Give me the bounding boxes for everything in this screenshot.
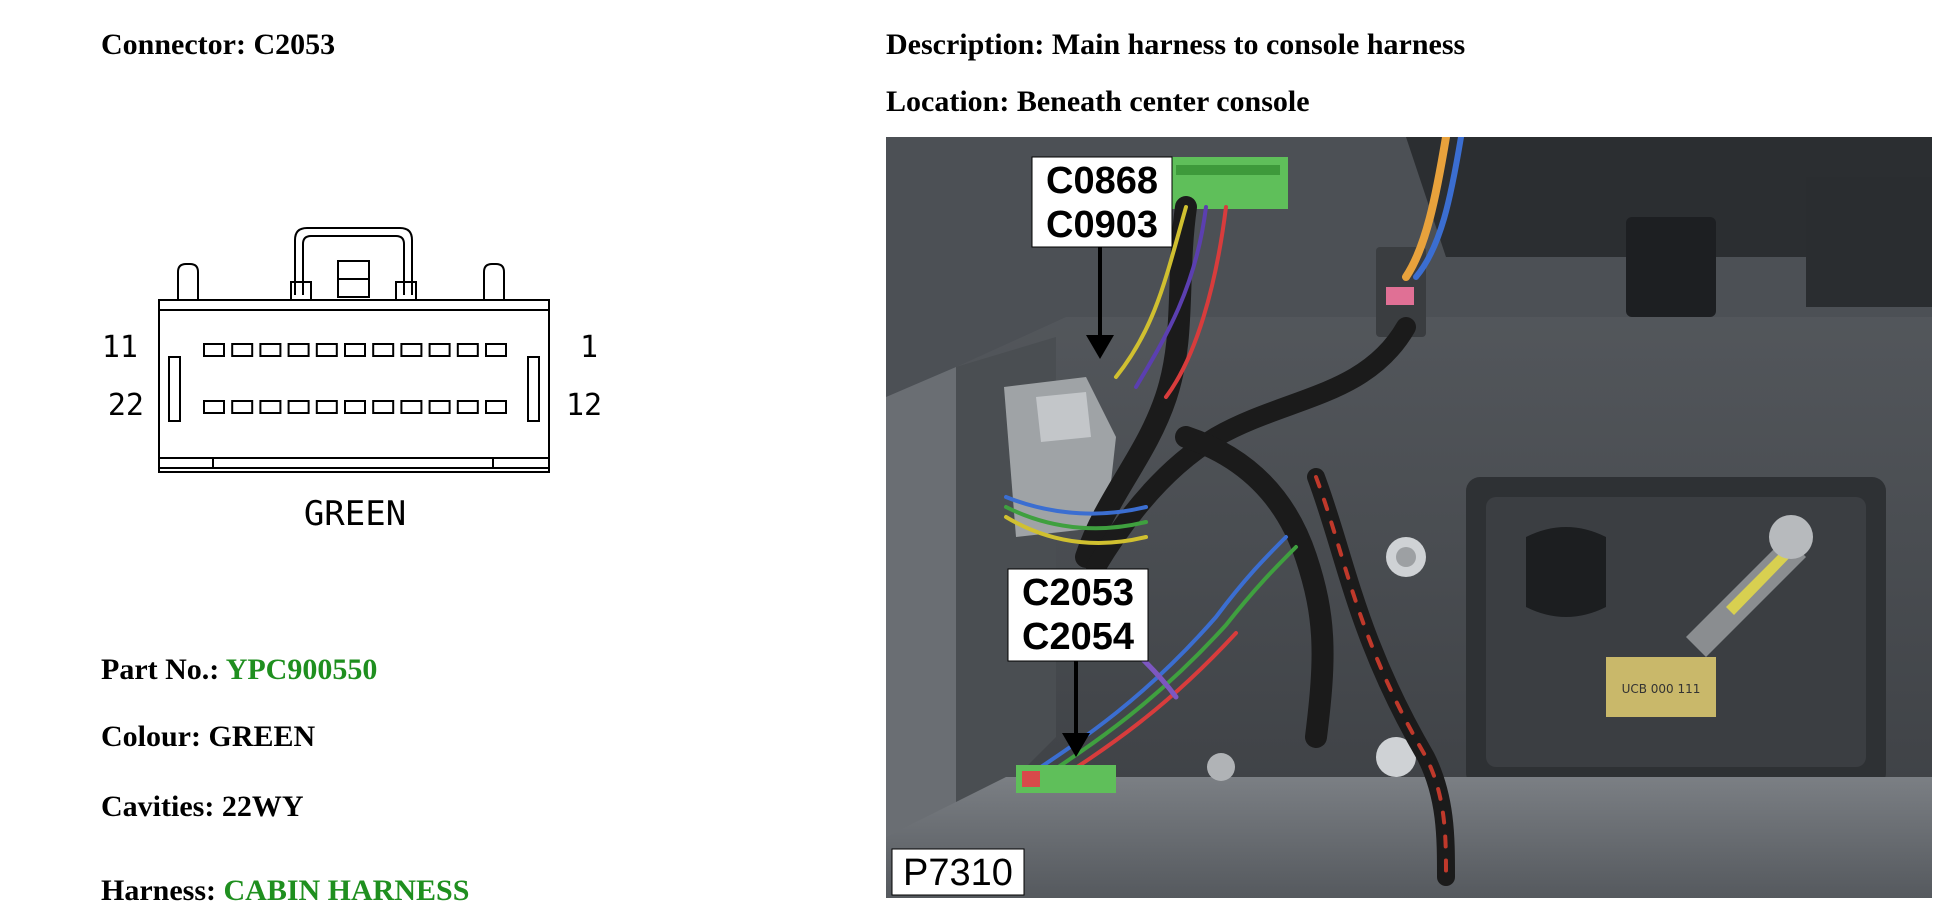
pin-cavity-3 xyxy=(428,343,451,357)
pin-cavity-21 xyxy=(231,400,254,414)
description-value: Main harness to console harness xyxy=(1051,28,1466,61)
pin-cavity-13 xyxy=(456,400,479,414)
location-value: Beneath center console xyxy=(1016,85,1310,118)
cavities-label: Cavities: xyxy=(101,790,215,823)
callout-upper: C0868 C0903 xyxy=(1031,156,1173,359)
location-photo: UCB 000 111 C0868 C0 xyxy=(886,137,1932,898)
colour-label: Colour: xyxy=(101,720,201,753)
part-number-value: YPC900550 xyxy=(225,653,378,686)
pin-cavity-18 xyxy=(315,400,338,414)
harness-value: CABIN HARNESS xyxy=(223,874,470,907)
connector-face-diagram: 11 1 22 12 GREEN xyxy=(102,227,602,534)
callout-c2053: C2053 xyxy=(1022,572,1134,614)
callout-c0868: C0868 xyxy=(1046,160,1158,202)
cavities-value: 22WY xyxy=(221,790,304,823)
colour-field: Colour: GREEN xyxy=(101,722,315,752)
pin-cavity-1 xyxy=(485,343,507,357)
callout-c2054: C2054 xyxy=(1022,616,1134,658)
part-number-label: Part No.: xyxy=(101,653,220,686)
connector-field: Connector: C2053 xyxy=(101,30,335,60)
pin-number-1: 1 xyxy=(580,330,598,365)
pin-cavity-2 xyxy=(456,343,479,357)
description-field: Description: Main harness to console har… xyxy=(886,30,1465,60)
pin-cavity-10 xyxy=(231,343,254,357)
pin-cavity-19 xyxy=(287,400,310,414)
pin-row-bottom xyxy=(203,400,507,414)
harness-field: Harness: CABIN HARNESS xyxy=(101,876,469,906)
callout-c0903: C0903 xyxy=(1046,204,1158,246)
pcb-label: UCB 000 111 xyxy=(1622,682,1701,696)
pin-cavity-15 xyxy=(400,400,423,414)
pin-cavity-12 xyxy=(485,400,507,414)
pin-number-22: 22 xyxy=(108,388,144,423)
diagram-colour-label: GREEN xyxy=(304,494,406,534)
pin-cavity-4 xyxy=(400,343,423,357)
part-number-field: Part No.: YPC900550 xyxy=(101,655,377,685)
pin-cavity-20 xyxy=(259,400,282,414)
figure-id: P7310 xyxy=(903,852,1013,894)
connector-label: Connector: xyxy=(101,28,246,61)
pin-cavity-22 xyxy=(203,400,225,414)
pin-cavity-14 xyxy=(428,400,451,414)
pin-cavity-5 xyxy=(372,343,395,357)
pin-cavity-6 xyxy=(344,343,366,357)
location-field: Location: Beneath center console xyxy=(886,87,1310,117)
description-label: Description: xyxy=(886,28,1045,61)
location-label: Location: xyxy=(886,85,1010,118)
pin-cavity-11 xyxy=(203,343,225,357)
pin-row-top xyxy=(203,343,507,357)
colour-value: GREEN xyxy=(208,720,316,753)
pin-cavity-16 xyxy=(372,400,395,414)
harness-label: Harness: xyxy=(101,874,216,907)
pin-cavity-8 xyxy=(287,343,310,357)
pin-cavity-9 xyxy=(259,343,282,357)
cavities-field: Cavities: 22WY xyxy=(101,792,303,822)
pin-number-12: 12 xyxy=(566,388,602,423)
pin-cavity-17 xyxy=(344,400,366,414)
connector-value: C2053 xyxy=(253,28,336,61)
pin-cavity-7 xyxy=(315,343,338,357)
callout-lower: C2053 C2054 xyxy=(1007,568,1149,757)
pin-number-11: 11 xyxy=(102,330,138,365)
